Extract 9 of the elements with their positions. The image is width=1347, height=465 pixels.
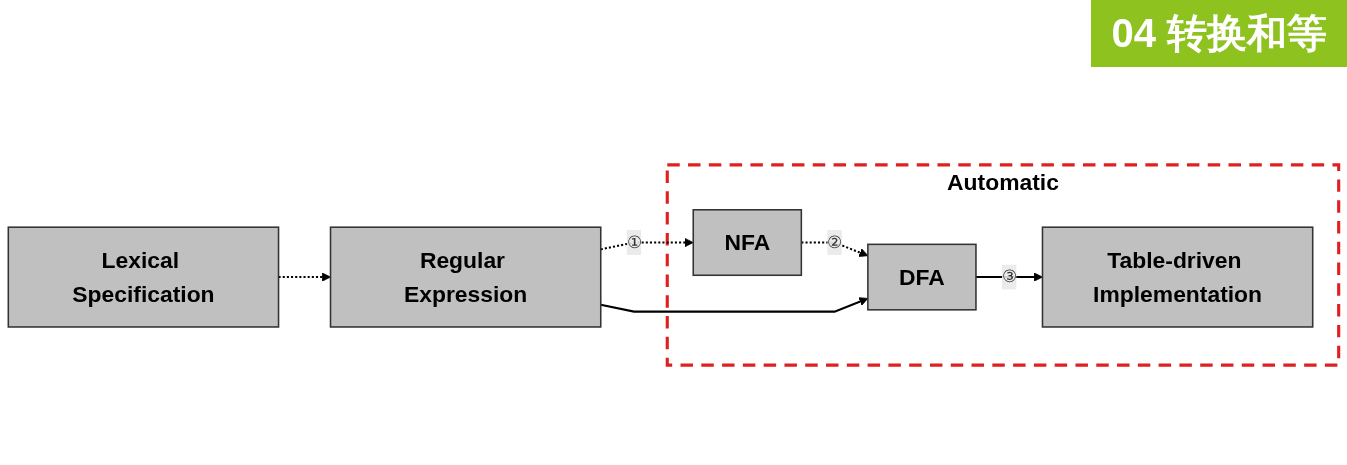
node-box: Table-driven Implementation bbox=[1041, 226, 1314, 328]
heading: 04 转换和等 bbox=[1091, 0, 1347, 67]
edge-label: ② bbox=[827, 233, 842, 251]
node-box: NFA bbox=[692, 209, 803, 277]
edge-label: ① bbox=[626, 233, 642, 251]
node-box: Lexical Specification bbox=[7, 226, 280, 328]
edge-label: ③ bbox=[1001, 267, 1017, 286]
node-box: DFA bbox=[867, 243, 977, 311]
node-box: Regular Expression bbox=[329, 226, 602, 328]
